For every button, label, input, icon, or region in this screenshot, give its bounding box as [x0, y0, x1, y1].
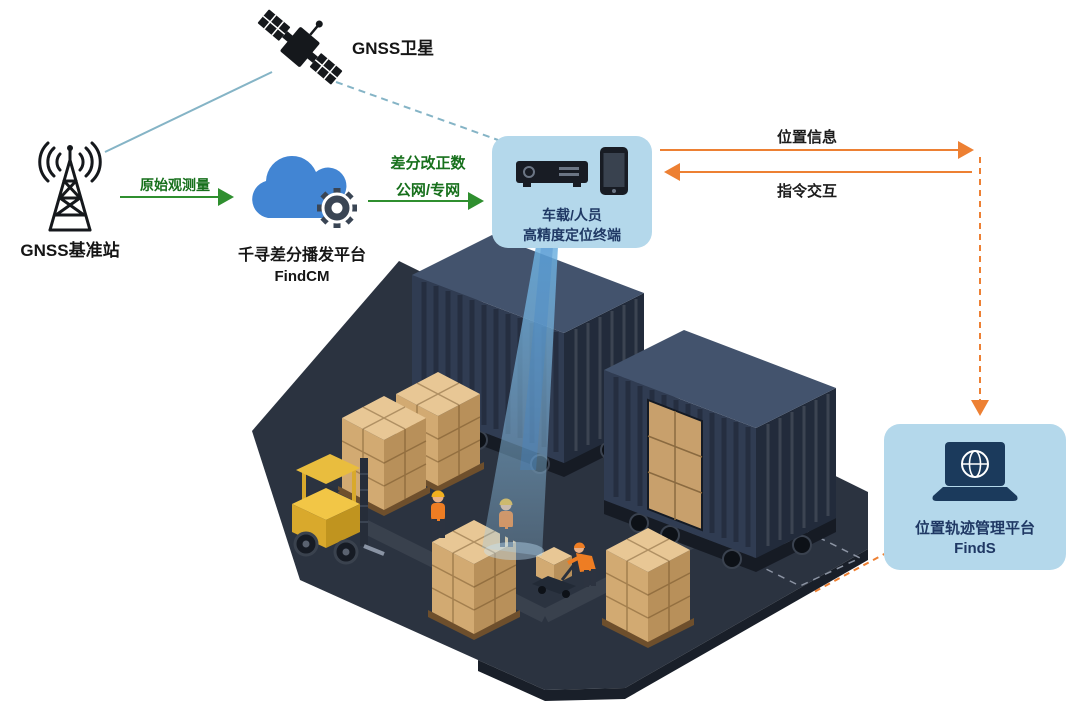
raw-observation-label: 原始观测量	[140, 177, 210, 193]
terminal-panel: 车载/人员 高精度定位终端	[492, 136, 652, 248]
position-info-label: 位置信息	[776, 129, 837, 146]
laptop-globe-icon	[929, 440, 1021, 509]
cloud-platform-product: FindCM	[274, 268, 330, 285]
corrections-label-line2: 公网/专网	[395, 182, 461, 199]
finds-scene-dashed-link	[813, 551, 889, 593]
warehouse-scene	[252, 235, 868, 701]
finds-platform-product: FindS	[954, 540, 996, 557]
satellite-terminal-link	[335, 81, 499, 141]
base-station-label: GNSS基准站	[20, 241, 120, 260]
pallet-jack-icon	[532, 547, 578, 598]
terminal-label-line2: 高精度定位终端	[523, 226, 621, 243]
gnss-receiver-icon	[515, 157, 589, 196]
pallet-boxes-icon	[337, 395, 431, 517]
satellite-base-link	[104, 71, 273, 153]
forklift-icon	[292, 454, 385, 565]
finds-platform-name: 位置轨迹管理平台	[914, 520, 1035, 537]
container-open-door	[647, 398, 703, 532]
positioning-beam	[482, 246, 558, 560]
terminal-label-line1: 车载/人员	[542, 207, 602, 223]
command-interaction-label: 指令交互	[776, 183, 837, 200]
satellite-icon	[250, 2, 350, 97]
corrections-labels: 差分改正数 公网/专网	[370, 152, 486, 200]
radio-tower-icon	[20, 138, 120, 243]
finds-panel: 位置轨迹管理平台 FindS	[884, 424, 1066, 570]
cloud-platform-labels: 千寻差分播发平台 FindCM	[218, 241, 386, 285]
cloud-gear-icon	[240, 136, 365, 241]
satellite-label: GNSS卫星	[352, 39, 435, 58]
cloud-platform-name: 千寻差分播发平台	[237, 247, 366, 264]
worker-icon	[431, 490, 445, 538]
corrections-label-line1: 差分改正数	[390, 155, 466, 172]
terminal-devices	[515, 146, 629, 201]
pallet-boxes-icon	[601, 527, 695, 649]
worker-icon	[567, 542, 596, 587]
smartphone-icon	[599, 146, 629, 201]
